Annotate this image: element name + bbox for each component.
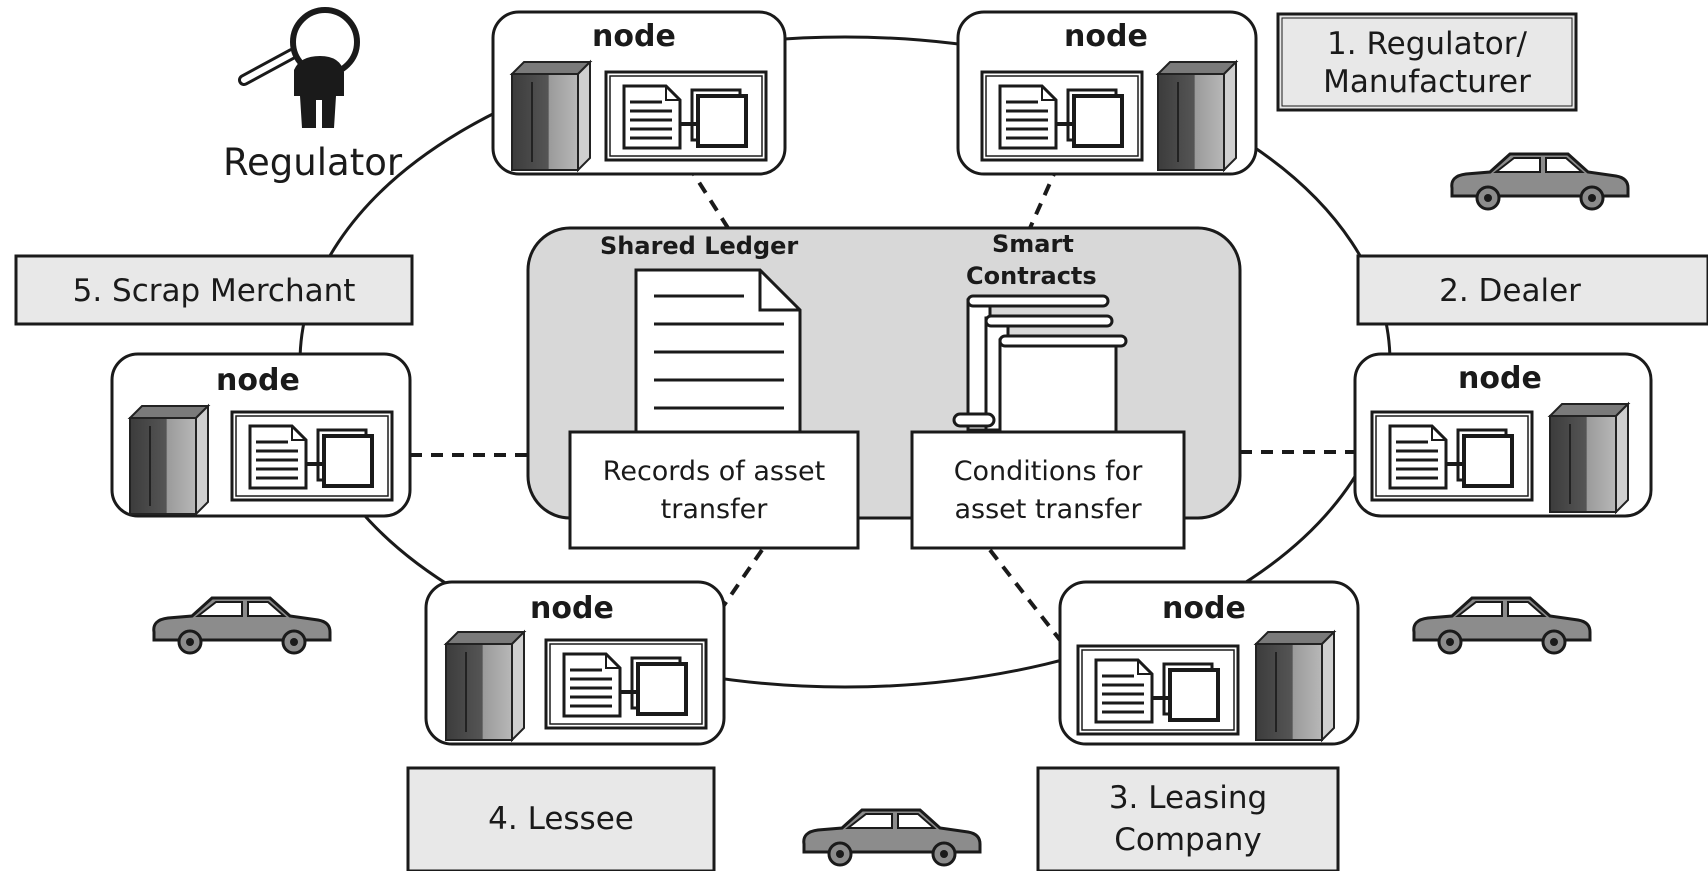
server-icon — [445, 631, 525, 741]
regulator-magnifier-icon — [238, 7, 360, 128]
server-icon — [1157, 61, 1237, 171]
server-icon — [1255, 631, 1335, 741]
conditions-text-line1: Conditions for — [954, 456, 1144, 487]
car-icon — [802, 808, 982, 867]
party-leasing-line1: 3. Leasing — [1109, 780, 1267, 816]
shared-ledger-label: Shared Ledger — [600, 232, 798, 260]
node-label: node — [592, 19, 676, 54]
node-bottom-left: node — [424, 580, 726, 746]
node-label: node — [1162, 591, 1246, 626]
party-lessee: 4. Lessee — [406, 766, 716, 871]
server-icon — [1549, 403, 1629, 513]
node-left: node — [110, 352, 412, 518]
smart-contracts-label-line1: Smart — [992, 230, 1074, 258]
ledger-contract-icon — [1370, 410, 1534, 502]
records-text-line2: transfer — [661, 494, 769, 525]
conditions-box: Conditions for asset transfer — [910, 430, 1186, 550]
smart-contracts-scroll-icon — [952, 294, 1128, 442]
server-icon — [129, 405, 209, 515]
ledger-contract-icon — [604, 70, 768, 162]
party-scrap-merchant: 5. Scrap Merchant — [14, 254, 414, 326]
records-text-line1: Records of asset — [603, 456, 825, 487]
car-icon — [1412, 596, 1592, 655]
party-lessee-label: 4. Lessee — [488, 801, 634, 837]
party-regulator-manufacturer-line2: Manufacturer — [1323, 64, 1531, 100]
node-top-left: node — [491, 10, 787, 176]
records-box: Records of asset transfer — [568, 430, 860, 550]
node-bottom-right: node — [1058, 580, 1360, 746]
conditions-text-line2: asset transfer — [954, 494, 1142, 525]
party-regulator-manufacturer: 1. Regulator/ Manufacturer — [1276, 12, 1578, 112]
car-icon — [152, 596, 332, 655]
node-label: node — [1064, 19, 1148, 54]
party-scrap-merchant-label: 5. Scrap Merchant — [73, 273, 356, 309]
smart-contracts-label-line2: Contracts — [966, 262, 1097, 290]
shared-ledger-document-icon — [634, 268, 802, 442]
ledger-contract-icon — [544, 638, 708, 730]
ledger-contract-icon — [1076, 644, 1240, 736]
ledger-contract-icon — [230, 410, 394, 502]
party-leasing-line2: Company — [1114, 822, 1261, 858]
party-dealer: 2. Dealer — [1356, 254, 1708, 326]
car-icon — [1450, 152, 1630, 211]
regulator-label: Regulator — [223, 141, 403, 184]
node-right: node — [1353, 352, 1653, 518]
server-icon — [511, 61, 591, 171]
party-dealer-label: 2. Dealer — [1439, 273, 1581, 309]
party-leasing-company: 3. Leasing Company — [1036, 766, 1340, 871]
node-label: node — [530, 591, 614, 626]
node-label: node — [216, 363, 300, 398]
ledger-contract-icon — [980, 70, 1144, 162]
node-label: node — [1458, 361, 1542, 396]
node-top-right: node — [956, 10, 1258, 176]
party-regulator-manufacturer-line1: 1. Regulator/ — [1327, 26, 1527, 62]
